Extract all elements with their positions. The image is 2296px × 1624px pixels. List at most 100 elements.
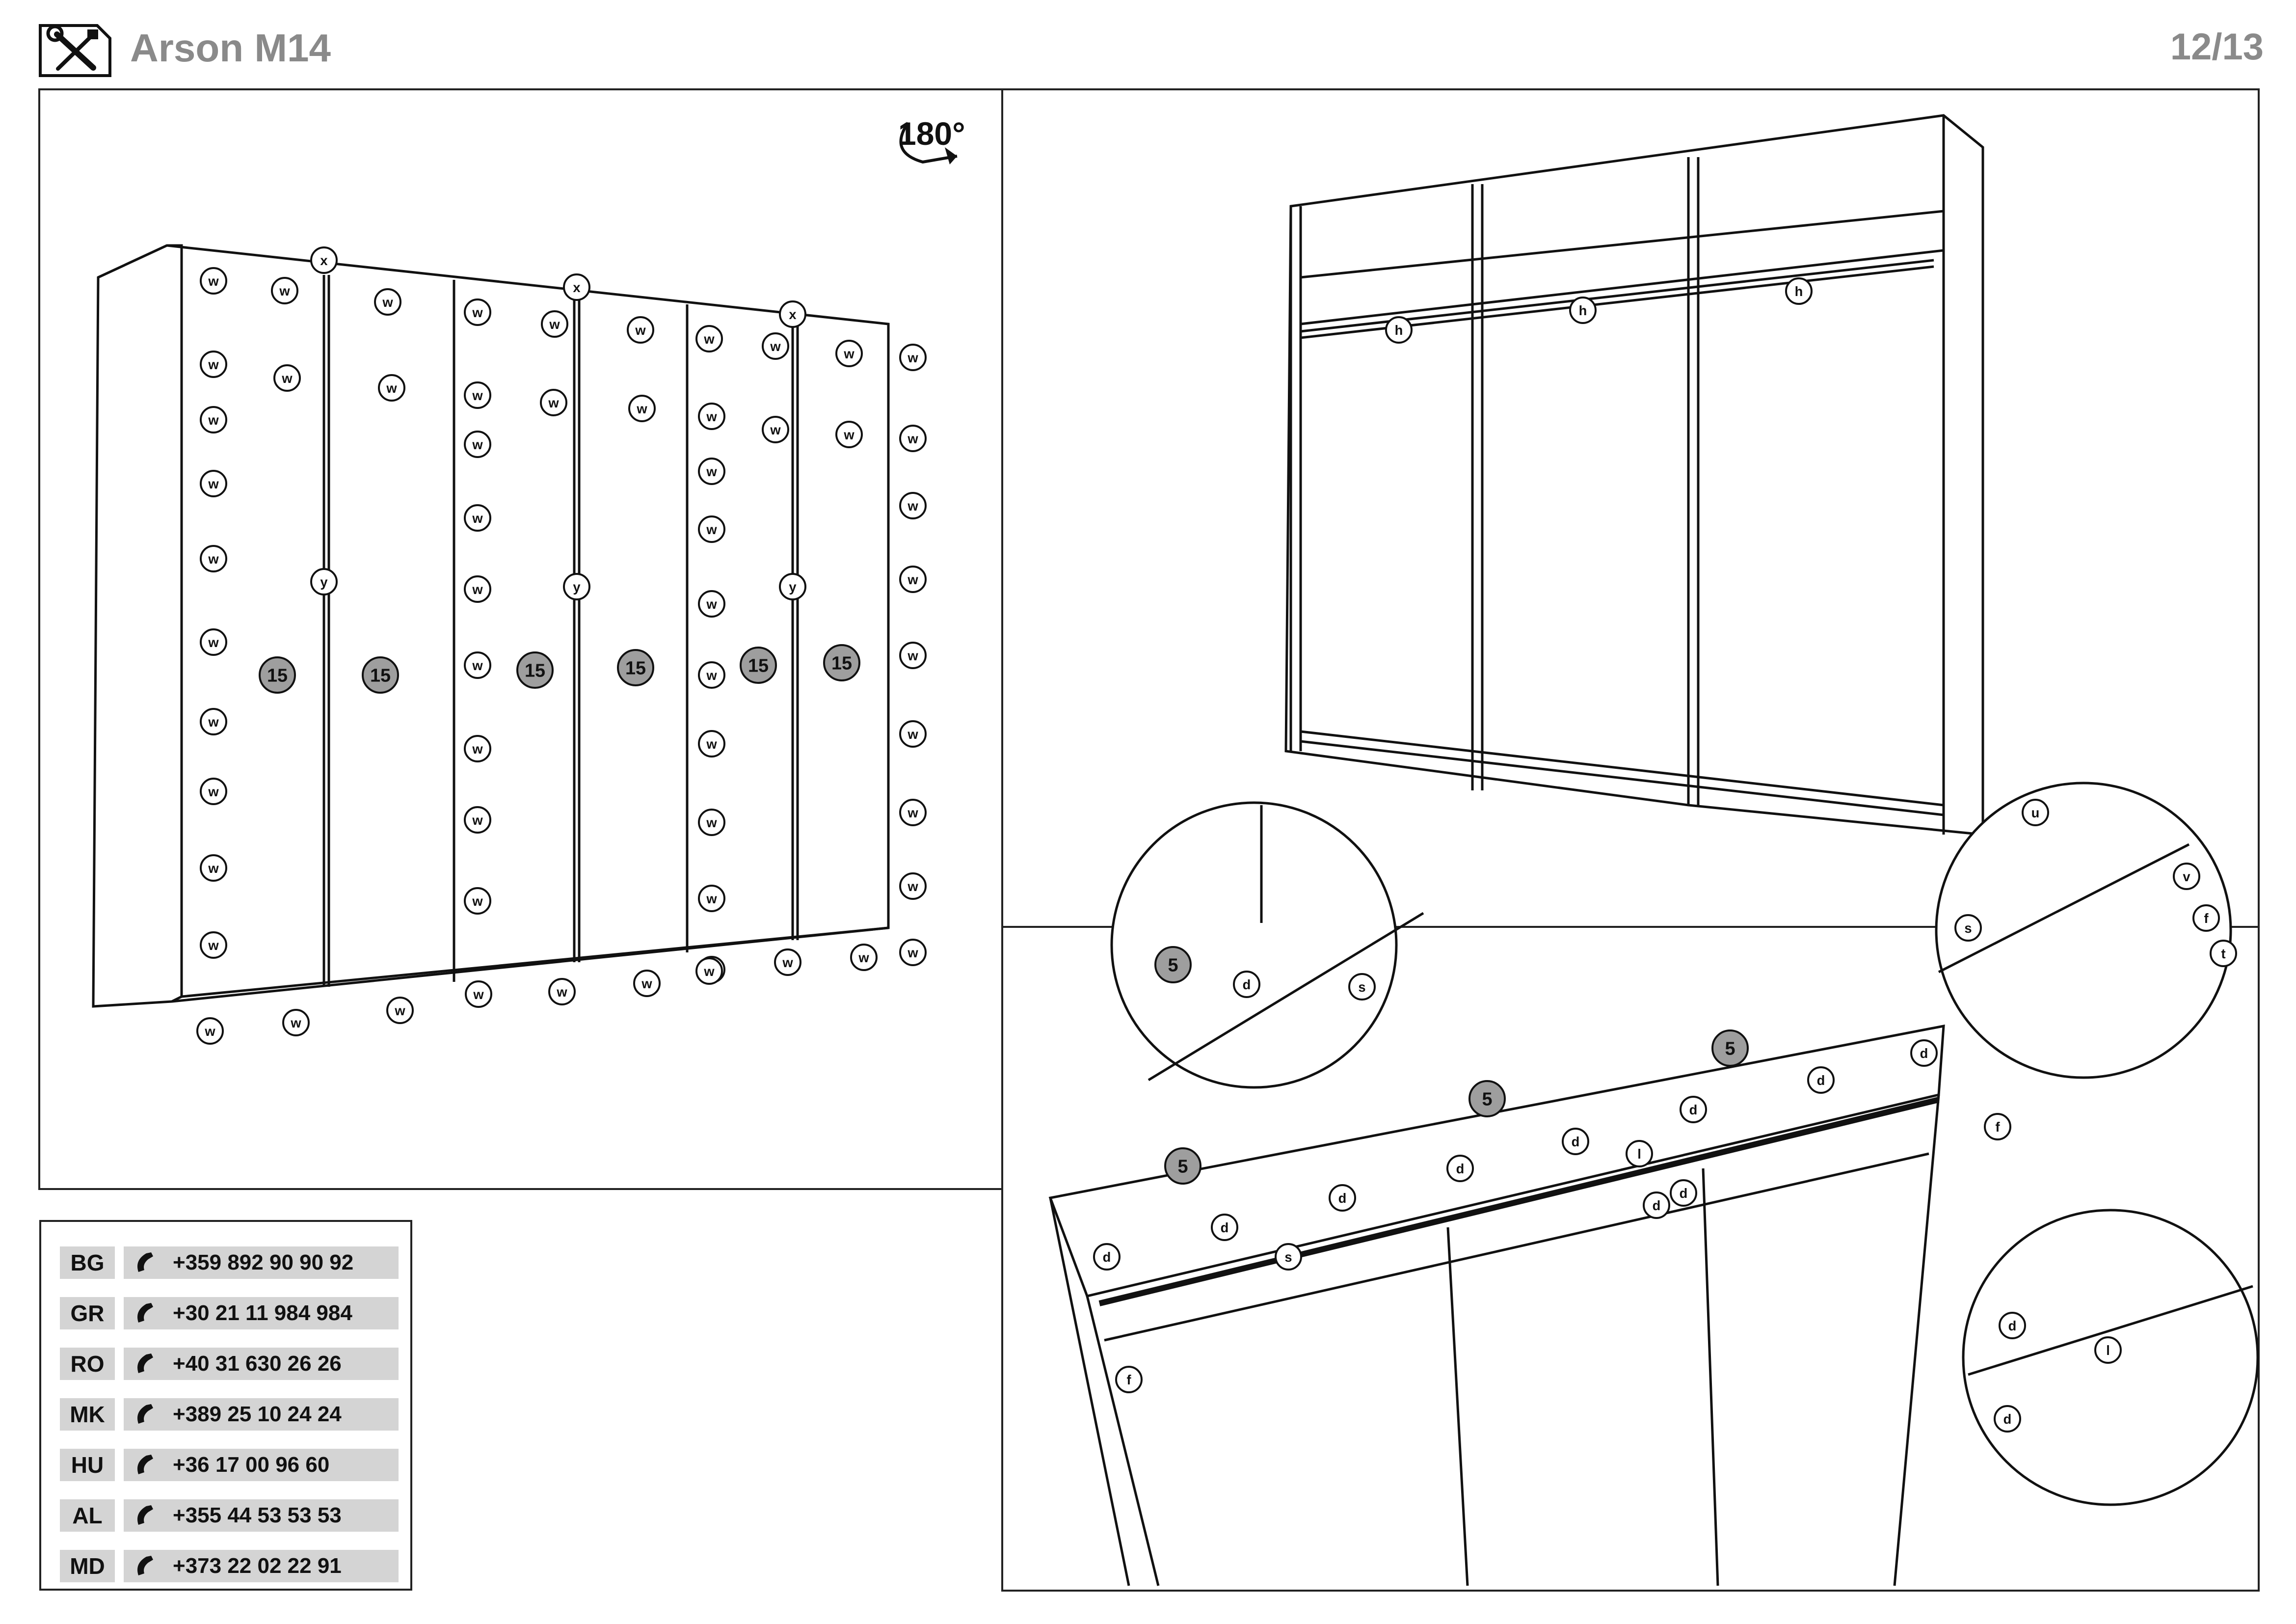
callout-w: w <box>540 389 567 416</box>
callout-w: w <box>698 730 725 758</box>
part-15-badge: 15 <box>362 656 399 694</box>
callout-w: w <box>698 661 725 689</box>
svg-text:w: w <box>706 736 717 752</box>
callout-w: w <box>282 1009 310 1036</box>
svg-text:w: w <box>472 658 483 673</box>
callout-w: w <box>386 997 414 1024</box>
svg-text:d: d <box>1103 1249 1111 1265</box>
svg-text:x: x <box>320 253 327 268</box>
svg-text:d: d <box>1689 1102 1698 1117</box>
svg-text:15: 15 <box>525 661 545 681</box>
callout-w: w <box>899 566 927 593</box>
callout-w: w <box>698 403 725 430</box>
callout-d: d <box>1643 1191 1670 1219</box>
step-5-badge: 5 <box>1154 946 1192 983</box>
svg-text:w: w <box>208 714 219 730</box>
phone-icon <box>137 1505 153 1525</box>
callout-w: w <box>899 939 927 966</box>
country-code: AL <box>60 1499 115 1532</box>
callout-x: x <box>563 273 590 301</box>
svg-text:w: w <box>548 395 559 410</box>
callout-d: d <box>1233 971 1260 998</box>
callout-t: t <box>2210 940 2237 967</box>
svg-text:s: s <box>1284 1249 1292 1265</box>
svg-text:w: w <box>907 498 918 514</box>
callout-w: w <box>633 970 661 997</box>
step-5-badge: 5 <box>1164 1147 1201 1185</box>
callout-w: w <box>200 406 227 433</box>
svg-text:y: y <box>320 574 328 590</box>
svg-text:w: w <box>770 422 781 437</box>
callout-w: w <box>762 416 789 443</box>
wardrobe-top-closeup <box>1048 1024 1945 1586</box>
callout-w: w <box>698 590 725 618</box>
svg-text:v: v <box>2183 869 2190 884</box>
phone-icon <box>137 1455 153 1474</box>
wardrobe-front-view <box>1284 114 1984 836</box>
svg-text:y: y <box>573 579 581 595</box>
svg-text:s: s <box>1358 979 1365 995</box>
step-5-badge: 5 <box>1468 1080 1506 1117</box>
svg-text:d: d <box>1653 1198 1661 1213</box>
svg-text:h: h <box>1395 323 1403 338</box>
phone-row: GR+30 21 11 984 984 <box>60 1297 399 1329</box>
svg-text:w: w <box>706 464 717 479</box>
callout-w: w <box>698 809 725 836</box>
svg-text:d: d <box>1221 1220 1229 1235</box>
callout-w: w <box>464 735 491 762</box>
svg-text:h: h <box>1795 284 1803 299</box>
svg-text:w: w <box>907 648 918 663</box>
callout-w: w <box>196 1017 224 1045</box>
callout-w: w <box>200 778 227 805</box>
svg-text:y: y <box>789 579 797 595</box>
callout-f: f <box>1115 1366 1143 1393</box>
callout-d: d <box>1807 1066 1835 1094</box>
callout-w: w <box>899 492 927 519</box>
phone-icon <box>137 1353 153 1373</box>
svg-text:w: w <box>703 331 715 347</box>
phone-row: HU+36 17 00 96 60 <box>60 1449 399 1481</box>
callout-w: w <box>464 887 491 915</box>
callout-w: w <box>200 267 227 295</box>
svg-text:w: w <box>706 409 717 424</box>
svg-text:f: f <box>1995 1119 2000 1135</box>
svg-text:w: w <box>907 879 918 894</box>
svg-text:15: 15 <box>625 658 646 679</box>
callout-w: w <box>835 421 863 448</box>
callout-w: w <box>464 575 491 603</box>
phone-row: MD+373 22 02 22 91 <box>60 1550 399 1582</box>
right-panel-frame <box>1001 88 2260 1592</box>
svg-text:f: f <box>2204 911 2209 926</box>
svg-text:f: f <box>1126 1372 1131 1387</box>
svg-text:w: w <box>706 815 717 830</box>
svg-text:w: w <box>858 950 869 965</box>
svg-text:w: w <box>473 987 484 1002</box>
callout-s: s <box>1348 973 1376 1001</box>
phone-number: +36 17 00 96 60 <box>124 1449 399 1481</box>
svg-text:w: w <box>636 401 647 416</box>
callout-l: l <box>2094 1336 2122 1364</box>
callout-w: w <box>627 316 654 344</box>
callout-w: w <box>698 515 725 543</box>
svg-text:w: w <box>281 371 293 386</box>
svg-text:w: w <box>907 572 918 587</box>
phone-icon <box>137 1556 153 1575</box>
svg-text:w: w <box>208 476 219 491</box>
callout-w: w <box>200 545 227 572</box>
svg-text:w: w <box>472 388 483 403</box>
svg-text:w: w <box>472 305 483 320</box>
callout-d: d <box>1680 1096 1707 1123</box>
callout-d: d <box>1562 1128 1589 1155</box>
callout-l: l <box>1626 1140 1653 1167</box>
phone-row: BG+359 892 90 90 92 <box>60 1246 399 1279</box>
callout-d: d <box>1446 1155 1474 1182</box>
svg-text:w: w <box>204 1024 215 1039</box>
rotate-180-icon: 180° <box>898 115 965 164</box>
callout-y: y <box>779 573 806 600</box>
svg-text:w: w <box>472 741 483 757</box>
svg-text:w: w <box>208 412 219 428</box>
svg-text:180°: 180° <box>898 115 965 152</box>
svg-text:w: w <box>703 964 715 979</box>
